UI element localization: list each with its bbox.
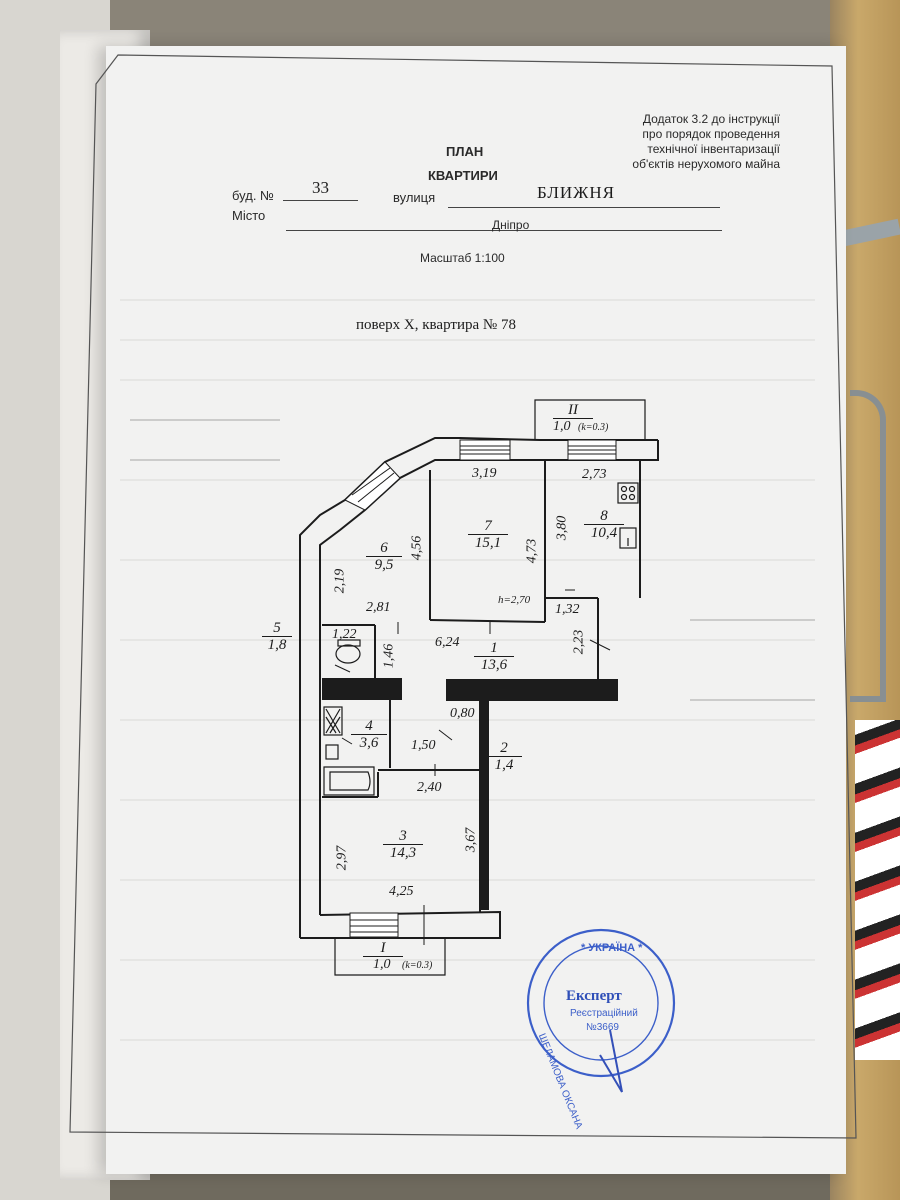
room-2-area: 1,4: [494, 757, 514, 773]
background-top: [0, 0, 900, 55]
dim-4-25: 4,25: [389, 884, 414, 899]
room-5-number: 5: [262, 620, 292, 637]
appendix-note: Додаток 3.2 до інструкції про порядок пр…: [632, 112, 780, 172]
room-7-area: 15,1: [474, 535, 502, 551]
appendix-line-1: Додаток 3.2 до інструкції: [642, 112, 780, 126]
dim-1-32: 1,32: [555, 602, 580, 617]
ceiling-height: h=2,70: [498, 594, 531, 606]
room-5-area: 1,8: [267, 637, 287, 653]
room-7-number: 7: [468, 518, 508, 535]
title-apartment: КВАРТИРИ: [428, 168, 498, 183]
balcony-2-id: II: [553, 402, 593, 419]
dim-1-46: 1,46: [381, 643, 397, 669]
dim-1-22: 1,22: [332, 627, 357, 642]
dim-3-80: 3,80: [554, 515, 570, 541]
dim-2-40: 2,40: [417, 780, 442, 795]
appendix-line-2: про порядок проведення: [642, 127, 780, 141]
appendix-line-3: технічної інвентаризації: [647, 142, 780, 156]
dim-4-73: 4,73: [524, 538, 540, 564]
room-4-number: 4: [351, 718, 387, 735]
balcony-1-k: (k=0.3): [402, 960, 433, 971]
stamp-reg-number: №3669: [586, 1022, 619, 1033]
building-label: буд. №: [232, 188, 274, 203]
dim-1-50: 1,50: [411, 738, 436, 753]
balcony-2-k: (k=0.3): [578, 422, 609, 433]
room-3-number: 3: [383, 828, 423, 845]
stamp-expert: Експерт: [566, 988, 622, 1004]
balcony-1-id: I: [363, 940, 403, 957]
balcony-1-area: 1,0: [373, 957, 391, 972]
room-6-number: 6: [366, 540, 402, 557]
city-name: Дніпро: [492, 218, 530, 232]
striped-cloth: [855, 720, 900, 1060]
stamp-registration: Реєстраційний: [570, 1008, 638, 1019]
street-name: БЛИЖНЯ: [537, 183, 615, 202]
street-label: вулиця: [393, 190, 436, 205]
scale-label: Масштаб 1:100: [420, 251, 505, 265]
dim-3-67: 3,67: [463, 827, 479, 853]
room-1-number: 1: [474, 640, 514, 657]
floor-caption: поверх Х, квартира № 78: [356, 317, 516, 333]
room-4-area: 3,6: [359, 735, 379, 751]
dim-6-24: 6,24: [435, 635, 460, 650]
appendix-line-4: об'єктів нерухомого майна: [632, 157, 780, 171]
room-2-number: 2: [486, 740, 522, 757]
dim-3-19: 3,19: [472, 466, 497, 481]
city-label: Місто: [232, 208, 266, 223]
stamp-country: * УКРАЇНА *: [581, 942, 643, 954]
balcony-2-area: 1,0: [553, 419, 571, 434]
dim-0-80: 0,80: [450, 706, 475, 721]
building-number: 33: [312, 178, 329, 197]
document-page: [106, 46, 846, 1174]
dim-2-73: 2,73: [582, 467, 607, 482]
dim-2-97: 2,97: [334, 845, 350, 871]
balcony-2-label: II: [553, 402, 593, 419]
room-6-area: 9,5: [374, 557, 394, 573]
title-plan: ПЛАН: [446, 144, 484, 159]
room-8-number: 8: [584, 508, 624, 525]
room-3-area: 14,3: [389, 845, 417, 861]
dim-4-56: 4,56: [409, 535, 425, 561]
room-8-area: 10,4: [590, 525, 618, 541]
dim-2-81: 2,81: [366, 600, 391, 615]
dim-2-23: 2,23: [571, 629, 587, 655]
dim-2-19: 2,19: [332, 568, 348, 594]
metal-rail-bent: [850, 390, 886, 702]
balcony-1-label: I: [363, 940, 403, 957]
room-1-area: 13,6: [480, 657, 508, 673]
